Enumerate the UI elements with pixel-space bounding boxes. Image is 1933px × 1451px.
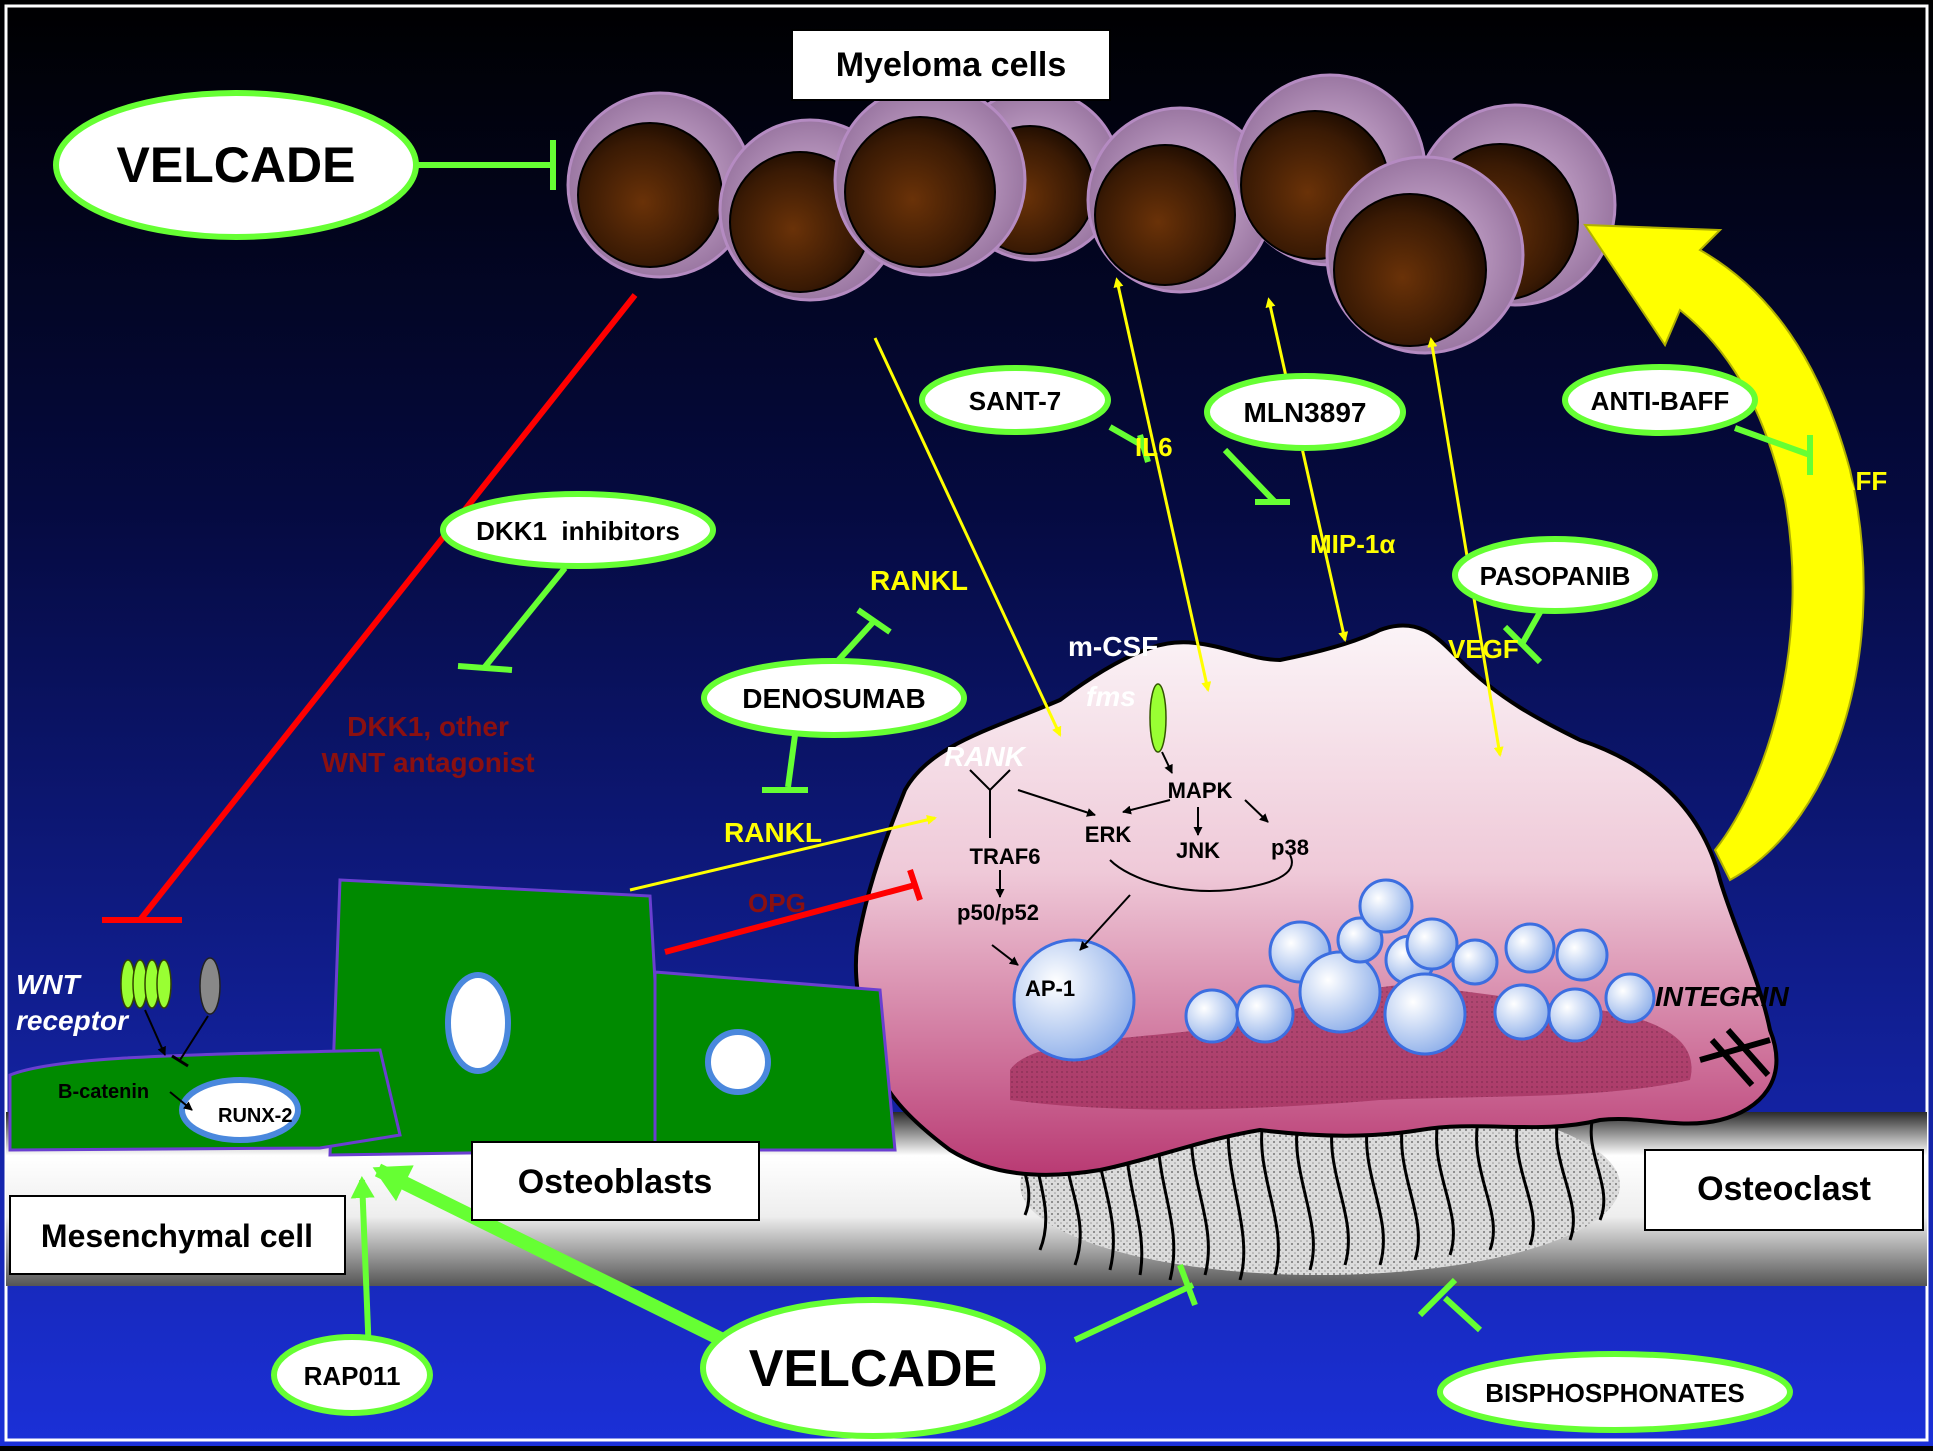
mip1a-label: MIP-1α [1310, 529, 1395, 559]
velcade-bottom-label: VELCADE [749, 1340, 997, 1398]
osteoblast-small-nucleus [708, 1032, 768, 1092]
bcatenin-label: B-catenin [58, 1081, 149, 1103]
mapk-label: MAPK [1168, 778, 1233, 803]
rankl-top-label: RANKL [870, 565, 968, 596]
rap011-label: RAP011 [304, 1361, 401, 1391]
baff-label: BAFF [1818, 466, 1887, 496]
rank-label: RANK [944, 741, 1027, 772]
jnk-label: JNK [1176, 838, 1220, 863]
myeloma-cells-label: Myeloma cells [836, 46, 1067, 84]
mesenchymal-cell-label: Mesenchymal cell [41, 1218, 313, 1254]
bisphosphonates-label: BISPHOSPHONATES [1485, 1378, 1745, 1408]
traf6-label: TRAF6 [970, 844, 1041, 869]
dkk1-antagonist-line2: WNT antagonist [321, 747, 534, 778]
osteoblast-small [655, 972, 895, 1150]
osteoclast-label: Osteoclast [1697, 1170, 1871, 1208]
pasopanib-label: PASOPANIB [1480, 561, 1631, 591]
integrin-label: INTEGRIN [1655, 981, 1790, 1012]
myeloma-cell [835, 85, 1025, 275]
myeloma-cell [1327, 157, 1523, 353]
il6-label: IL6 [1135, 432, 1173, 462]
wnt-receptor-line1: WNT [16, 969, 83, 1000]
opg-label: OPG [748, 888, 806, 918]
mcsf-label: m-CSF [1068, 631, 1158, 662]
denosumab-label: DENOSUMAB [742, 683, 926, 714]
p38-label: p38 [1271, 835, 1309, 860]
vegf-label: VEGF [1448, 634, 1519, 664]
fms-receptor-icon [1150, 684, 1166, 752]
sant7-label: SANT-7 [969, 386, 1061, 416]
mln3897-label: MLN3897 [1244, 397, 1367, 428]
wnt-receptor-line2: receptor [16, 1005, 130, 1036]
erk-label: ERK [1085, 822, 1132, 847]
osteoblasts-label: Osteoblasts [518, 1163, 713, 1201]
p50p52-label: p50/p52 [957, 900, 1039, 925]
ap1-label: AP-1 [1025, 976, 1075, 1001]
osteoblast-nucleus [448, 975, 508, 1071]
anti-baff-label: ANTI-BAFF [1591, 386, 1730, 416]
dkk1-inhibitors-label: DKK1 inhibitors [476, 516, 680, 546]
rankl-bottom-label: RANKL [724, 817, 822, 848]
dkk1-antagonist-line1: DKK1, other [347, 711, 509, 742]
velcade-top-label: VELCADE [117, 137, 356, 193]
fms-label: fms [1086, 681, 1136, 712]
runx2-label: RUNX-2 [218, 1105, 292, 1127]
